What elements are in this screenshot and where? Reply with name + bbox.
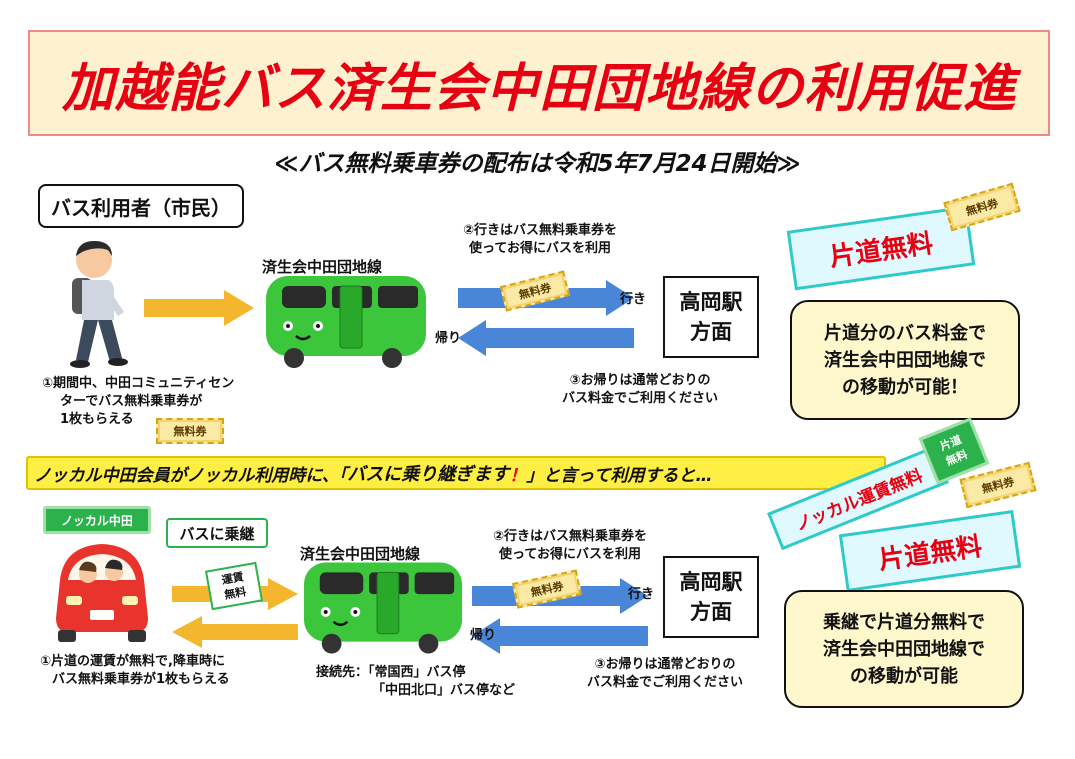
title-box: 加越能バス済生会中田団地線の利用促進: [28, 30, 1050, 136]
outbound-label: 行き: [620, 292, 647, 307]
walking-person-icon: [70, 240, 128, 368]
destination-box-2: 高岡駅 方面: [663, 556, 759, 638]
nokkaru-tag: ノッカル中田: [43, 506, 151, 534]
bus-icon: [266, 276, 426, 368]
inbound-label-2: 帰り: [470, 628, 497, 643]
arrow-right-icon: [144, 290, 254, 326]
transfer-label: バスに乗継: [166, 518, 268, 548]
route-label-2: 済生会中田団地線: [300, 545, 421, 563]
info-box: 片道分のバス料金で 済生会中田団地線で の移動が可能！: [790, 300, 1020, 420]
subtitle: ≪バス無料乗車券の配布は令和5年7月24日開始≫: [274, 151, 801, 177]
step1-text: ①期間中、中田コミュニティセン ターでバス無料乗車券が 1枚もらえる: [42, 376, 235, 427]
step3-text: ③お帰りは通常どおりの バス料金でご利用ください: [561, 373, 718, 406]
car-icon: [56, 544, 148, 642]
free-ticket-icon: 無料券: [156, 418, 224, 444]
connection-text: 接続先：「常国西」バス停 「中田北口」バス停など: [316, 665, 516, 698]
step2-text: ②行きはバス無料乗車券を 使ってお得にバスを利用: [462, 223, 617, 256]
destination-box: 高岡駅 方面: [663, 276, 759, 358]
info-box-2: 乗継で片道分無料で 済生会中田団地線で の移動が可能: [784, 590, 1024, 708]
free-ticket-icon: 無料券: [943, 182, 1021, 232]
one-way-free-badge: 片道無料: [838, 510, 1022, 592]
step3-text-2: ③お帰りは通常どおりの バス料金でご利用ください: [586, 657, 743, 690]
yellow-arrows-icon: [172, 578, 298, 648]
nokkaru-banner: ノッカル中田会員がノッカル利用時に、「バスに乗り継ぎます！」と言って利用すると…: [26, 456, 886, 490]
route-label: 済生会中田団地線: [262, 258, 383, 276]
step2-text-2: ②行きはバス無料乗車券を 使ってお得にバスを利用: [492, 529, 647, 562]
outbound-label-2: 行き: [628, 587, 655, 602]
banner-highlight: バスに乗り継ぎます: [347, 464, 510, 485]
step1-text-2: ①片道の運賃が無料で,降車時に バス無料乗車券が1枚もらえる: [40, 654, 230, 687]
page-title: 加越能バス済生会中田団地線の利用促進: [61, 58, 1016, 119]
bus-user-label: バス利用者（市民）: [38, 184, 244, 228]
inbound-label: 帰り: [435, 331, 462, 346]
bus-icon: [303, 562, 463, 654]
